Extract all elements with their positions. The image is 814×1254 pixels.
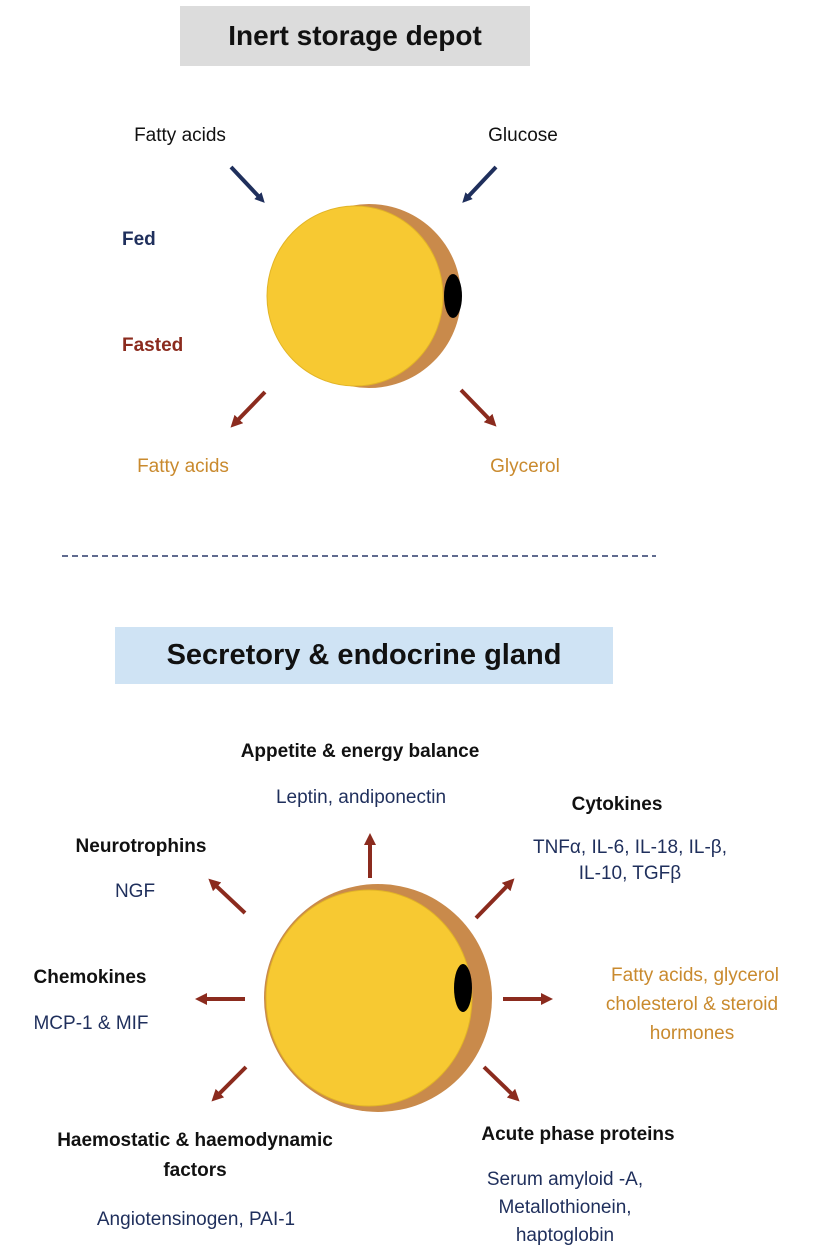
items-lipids-line2: cholesterol & steroid: [606, 993, 778, 1017]
heading-neurotrophins: Neurotrophins: [76, 835, 207, 859]
arrow-in-glucose: [465, 167, 496, 200]
adipocyte-top: [267, 204, 462, 388]
title-inert-storage-depot: Inert storage depot: [180, 6, 530, 66]
arrow-out-fatty-acids: [234, 392, 265, 424]
heading-haemostatic-line1: Haemostatic & haemodynamic: [57, 1129, 333, 1153]
arrow-acute-phase: [484, 1067, 516, 1098]
nucleus-top: [444, 274, 462, 318]
items-neurotrophins: NGF: [115, 880, 155, 904]
items-haemostatic: Angiotensinogen, PAI-1: [97, 1208, 295, 1232]
items-cytokines-line2: IL-10, TGFβ: [579, 862, 681, 886]
arrow-cytokines: [476, 882, 511, 918]
items-appetite: Leptin, andiponectin: [276, 786, 446, 810]
arrow-out-glycerol: [461, 390, 493, 423]
items-lipids-line3: hormones: [650, 1022, 735, 1046]
heading-haemostatic-line2: factors: [163, 1159, 226, 1183]
heading-cytokines: Cytokines: [572, 793, 663, 817]
label-input-glucose: Glucose: [488, 124, 558, 148]
heading-acute-phase: Acute phase proteins: [481, 1123, 674, 1147]
items-cytokines-line1: TNFα, IL-6, IL-18, IL-β,: [533, 836, 727, 860]
items-lipids-line1: Fatty acids, glycerol: [611, 964, 779, 988]
label-input-fatty-acids: Fatty acids: [134, 124, 226, 148]
arrow-neurotrophins: [212, 882, 245, 913]
label-output-glycerol: Glycerol: [490, 455, 560, 479]
heading-chemokines: Chemokines: [34, 966, 147, 990]
nucleus-bottom: [454, 964, 472, 1012]
items-chemokines: MCP-1 & MIF: [33, 1012, 148, 1036]
items-acute-phase-line3: haptoglobin: [516, 1224, 614, 1248]
lipid-droplet-top: [267, 206, 443, 386]
arrow-haemostatic: [215, 1067, 246, 1098]
title-secretory-endocrine-gland: Secretory & endocrine gland: [115, 627, 613, 684]
arrow-in-fatty-acids: [231, 167, 262, 200]
adipocyte-bottom: [264, 884, 492, 1112]
label-fed: Fed: [122, 228, 156, 252]
label-fasted: Fasted: [122, 334, 183, 358]
heading-appetite: Appetite & energy balance: [241, 740, 480, 764]
items-acute-phase-line1: Serum amyloid -A,: [487, 1168, 643, 1192]
lipid-droplet-bottom: [266, 890, 472, 1106]
items-acute-phase-line2: Metallothionein,: [498, 1196, 631, 1220]
label-output-fatty-acids: Fatty acids: [137, 455, 229, 479]
